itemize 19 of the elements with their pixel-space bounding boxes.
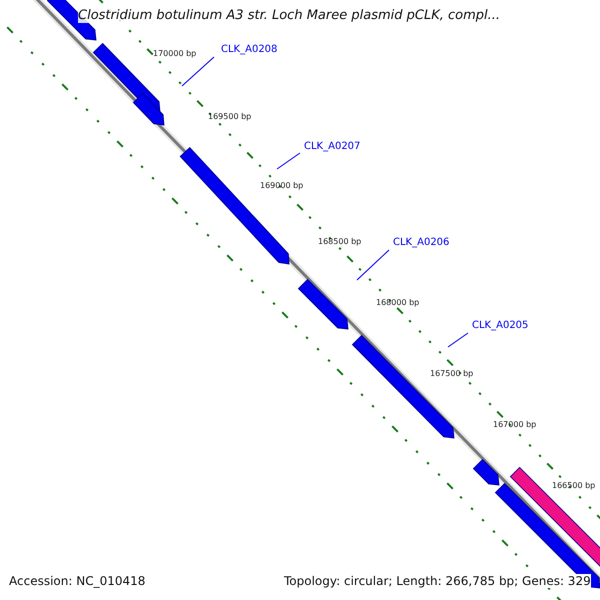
gene-label: CLK_A0207 [304, 141, 360, 152]
leader-line [448, 332, 468, 348]
accession-text: Accession: NC_010418 [9, 574, 146, 588]
scale-label: 166500 bp [552, 481, 596, 490]
gene-label: CLK_A0205 [472, 320, 528, 331]
gene-label: CLK_A0206 [393, 237, 450, 248]
scale-label: 167500 bp [430, 369, 474, 378]
leader-line [182, 56, 214, 86]
gene-label: CLK_A0208 [221, 44, 278, 55]
scale-label: 169000 bp [260, 181, 304, 190]
scale-label: 170000 bp [153, 49, 196, 58]
genome-info-text: Topology: circular; Length: 266,785 bp; Genes: 329 [284, 574, 591, 588]
scale-label: 168500 bp [318, 237, 362, 246]
leader-line [356, 250, 390, 280]
scale-label: 167000 bp [493, 420, 536, 429]
scale-label: 169500 bp [208, 112, 252, 121]
map-title: Clostridium botulinum A3 str. Loch Maree plasmid pCLK, compl... [78, 8, 500, 23]
leader-line [276, 152, 300, 170]
scale-label: 168000 bp [376, 298, 420, 307]
